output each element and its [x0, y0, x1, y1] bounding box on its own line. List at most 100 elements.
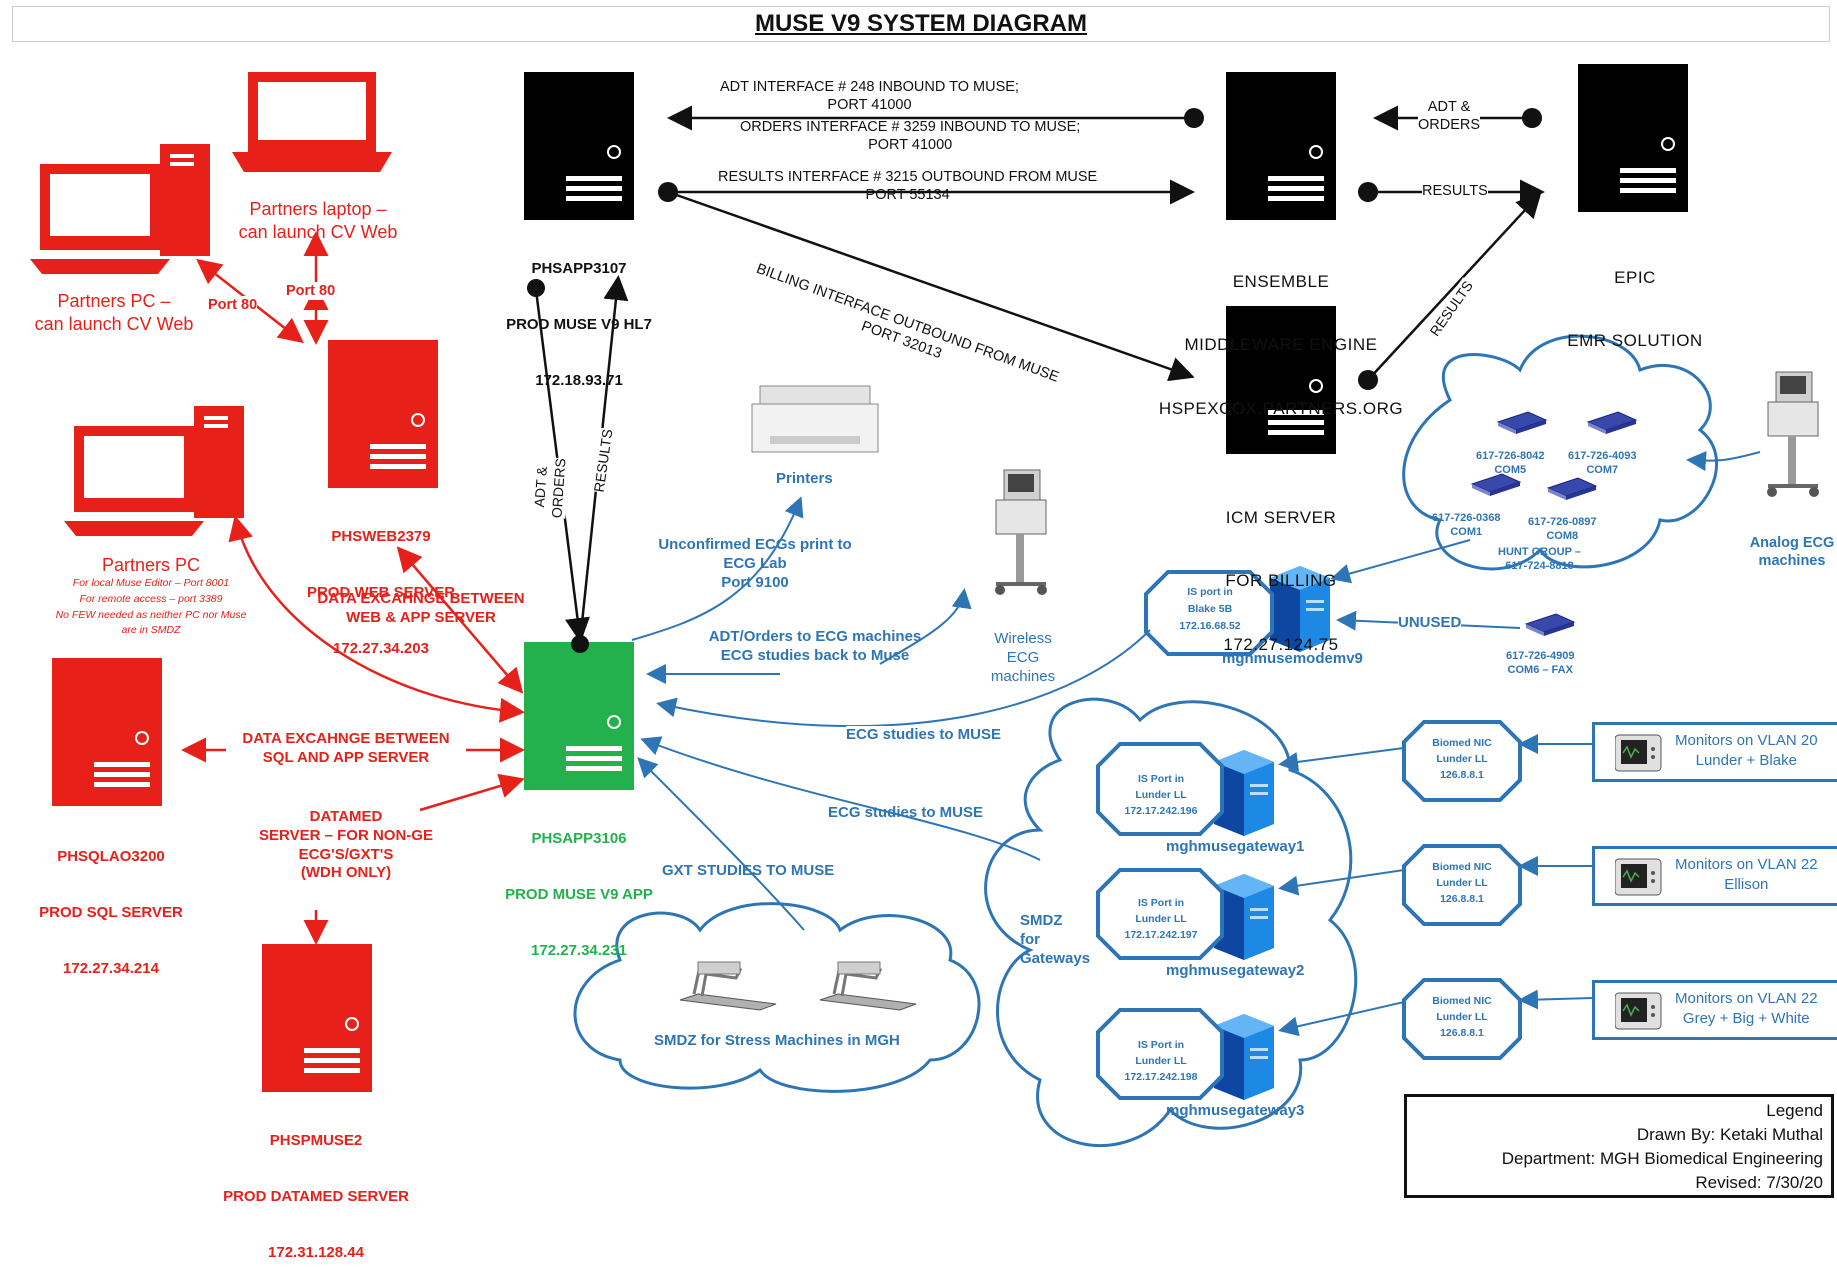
adt-orders-ecg-label: ADT/Orders to ECG machines ECG studies b…	[708, 628, 922, 664]
modem-com6-label: 617-726-4909 COM6 – FAX	[1506, 650, 1575, 676]
vlan20-box: Monitors on VLAN 20 Lunder + Blake	[1592, 722, 1837, 782]
partners-laptop-label: Partners laptop – can launch CV Web	[238, 199, 398, 242]
gateway3-port-label: IS Port in Lunder LL 172.17.242.198	[1124, 1039, 1198, 1083]
diagram-graphics	[30, 63, 1821, 1148]
partners-pc-2-icon	[64, 406, 244, 536]
gateway1-port-label: IS Port in Lunder LL 172.17.242.196	[1124, 773, 1198, 817]
diagram-title: MUSE V9 SYSTEM DIAGRAM	[12, 6, 1830, 42]
epic-server-icon	[1577, 63, 1689, 213]
modem-port-label: IS port in Blake 5B 172.16.68.52	[1179, 586, 1241, 632]
vlan22-ellison-box: Monitors on VLAN 22 Ellison	[1592, 846, 1837, 906]
patient-monitor-icon	[1615, 992, 1662, 1030]
ensemble-server-label: ENSEMBLE MIDDLEWARE ENGINE HSPEXCOX.PART…	[1146, 228, 1416, 441]
app-server-label: PHSAPP3106 PROD MUSE V9 APP 172.27.34.23…	[494, 792, 664, 980]
web-server-icon	[327, 339, 439, 489]
partners-pc-label: Partners PC – can launch CV Web	[34, 291, 194, 334]
icm-line3: 172.27.124.75	[1223, 635, 1339, 654]
port80-label-a: Port 80	[208, 296, 258, 315]
hl7-server-role: PROD MUSE V9 HL7	[506, 315, 652, 333]
stress-machines-label: SMDZ for Stress Machines in MGH	[654, 1032, 900, 1049]
ensemble-line2: MIDDLEWARE ENGINE	[1184, 335, 1378, 355]
partners-pc-2-label: Partners PC	[101, 555, 201, 575]
sql-server-icon	[51, 657, 163, 807]
modem-com6-icon	[1525, 613, 1575, 637]
datamed-exchange-label: DATAMED SERVER – FOR NON-GE ECG'S/GXT'S …	[259, 808, 433, 882]
adt-orders-epic-label: ADT & ORDERS	[1418, 98, 1481, 135]
epic-line2: EMR SOLUTION	[1567, 331, 1703, 351]
modem-port-octagon	[1144, 570, 1274, 656]
legend-drawn-by: Drawn By: Ketaki Muthal	[1636, 1125, 1823, 1144]
gateway1-name: mghmusegateway1	[1166, 838, 1305, 855]
printers-label: Printers	[776, 470, 833, 487]
partners-pc-2-notes: For local Muse Editor – Port 8001 For re…	[55, 577, 247, 637]
web-app-exchange-label: DATA EXCAHNGE BETWEEN WEB & APP SERVER	[317, 590, 525, 626]
ensemble-line3: HSPEXCOX.PARTNERS.ORG	[1158, 399, 1404, 418]
wireless-ecg-label: Wireless ECG machines	[990, 630, 1056, 685]
modem-com8-label: 617-726-0897 COM8	[1528, 516, 1597, 542]
ensemble-line1: ENSEMBLE	[1232, 271, 1330, 291]
app-server-ip: 172.27.34.231	[531, 942, 627, 959]
app-server-role: PROD MUSE V9 APP	[505, 885, 653, 903]
datamed-server-icon	[261, 943, 373, 1093]
orders-interface-label: ORDERS INTERFACE # 3259 INBOUND TO MUSE;…	[740, 119, 1081, 154]
epic-line1: EPIC	[1614, 267, 1656, 287]
results-interface-label: RESULTS INTERFACE # 3215 OUTBOUND FROM M…	[718, 169, 1098, 204]
unused-label: UNUSED	[1398, 614, 1462, 633]
gateway3-name: mghmusegateway3	[1166, 1102, 1305, 1119]
vlan20-label: Monitors on VLAN 20 Lunder + Blake	[1675, 732, 1818, 769]
sql-server-label: PHSQLAO3200 PROD SQL SERVER 172.27.34.21…	[26, 810, 196, 998]
gateway2-port-octagon	[1096, 868, 1224, 960]
web-server-ip: 172.27.34.203	[333, 640, 429, 657]
epic-server-label: EPIC EMR SOLUTION	[1540, 224, 1730, 373]
gateway2-port-label: IS Port in Lunder LL 172.17.242.197	[1124, 897, 1198, 941]
laptop-icon	[232, 72, 392, 172]
sql-server-role: PROD SQL SERVER	[39, 903, 183, 921]
adt-interface-label: ADT INTERFACE # 248 INBOUND TO MUSE; POR…	[720, 79, 1019, 114]
wireless-ecg-cart-icon	[993, 468, 1049, 597]
adt-orders-vertical-label: ADT & ORDERS	[530, 456, 570, 519]
vlan22-ellison-label: Monitors on VLAN 22 Ellison	[1675, 856, 1818, 893]
unconfirmed-ecgs-label: Unconfirmed ECGs print to ECG Lab Port 9…	[658, 536, 852, 591]
icm-line2: FOR BILLING	[1225, 571, 1337, 591]
port80-label-b: Port 80	[286, 282, 336, 301]
analog-ecg-cart-icon	[1765, 370, 1821, 499]
app-server-name: PHSAPP3106	[531, 829, 627, 847]
nic3-octagon	[1402, 978, 1522, 1060]
legend-title: Legend	[1766, 1101, 1823, 1120]
modem-hunt-group-label: HUNT GROUP – 617-724-8818	[1498, 546, 1581, 572]
smdz-gateways-label: SMDZ for Gateways	[1020, 912, 1091, 967]
hl7-server-label: PHSAPP3107 PROD MUSE V9 HL7 172.18.93.71	[494, 222, 664, 410]
vlan22-grey-label: Monitors on VLAN 22 Grey + Big + White	[1675, 990, 1818, 1027]
gxt-studies-label: GXT STUDIES TO MUSE	[662, 862, 835, 879]
ecg-to-muse-label-1: ECG studies to MUSE	[846, 726, 1002, 745]
vlan22-grey-box: Monitors on VLAN 22 Grey + Big + White	[1592, 980, 1837, 1040]
legend-box: Legend Drawn By: Ketaki Muthal Departmen…	[1404, 1094, 1834, 1198]
modem-cloud	[1402, 334, 1719, 571]
modem-com5-label: 617-726-8042 COM5	[1476, 450, 1545, 476]
nic1-octagon	[1402, 720, 1522, 802]
web-server-name: PHSWEB2379	[331, 527, 431, 545]
web-server-role: PROD WEB SERVER	[306, 583, 456, 601]
ensemble-server-icon	[1225, 71, 1337, 221]
app-server-icon	[523, 641, 635, 791]
icm-line1: ICM SERVER	[1225, 507, 1337, 527]
patient-monitor-icon	[1615, 734, 1662, 772]
datamed-server-role: PROD DATAMED SERVER	[223, 1187, 409, 1205]
hl7-server-ip: 172.18.93.71	[535, 372, 623, 389]
modem-com1-label: 617-726-0368 COM1	[1432, 512, 1501, 538]
diagram-canvas: MUSE V9 SYSTEM DIAGRAM	[12, 6, 1837, 1261]
hl7-server-icon	[523, 71, 635, 221]
nic1-label: Biomed NIC Lunder LL 126.8.8.1	[1432, 737, 1492, 781]
results-epic-label: RESULTS	[1422, 182, 1488, 201]
patient-monitor-icon	[1615, 858, 1662, 896]
stress-cloud	[573, 902, 981, 1093]
legend-department: Department: MGH Biomedical Engineering	[1501, 1149, 1823, 1168]
partners-pc-icon	[30, 144, 210, 274]
nic3-label: Biomed NIC Lunder LL 126.8.8.1	[1432, 995, 1492, 1039]
gateway1-port-octagon	[1096, 742, 1224, 836]
modem-server-label: mghmusemodemv9	[1222, 650, 1363, 667]
datamed-server-label: PHSPMUSE2 PROD DATAMED SERVER 172.31.128…	[216, 1094, 416, 1282]
ecg-to-muse-label-2: ECG studies to MUSE	[828, 804, 984, 821]
printer-icon	[751, 385, 879, 453]
web-server-label: PHSWEB2379 PROD WEB SERVER 172.27.34.203	[296, 490, 466, 678]
